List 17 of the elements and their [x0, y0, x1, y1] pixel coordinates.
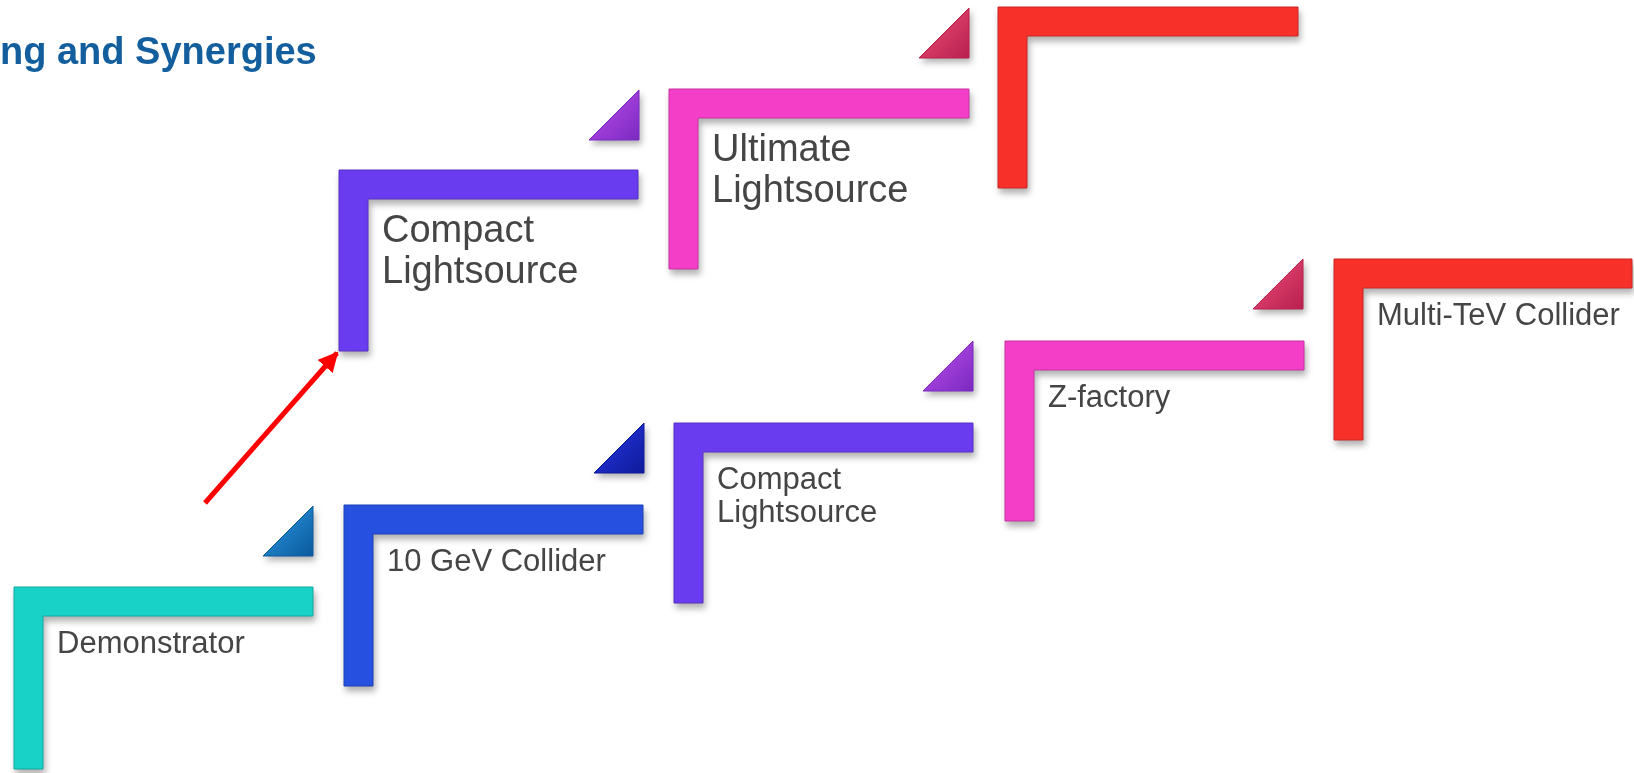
step-label: Ultimate Lightsource	[712, 128, 910, 211]
arrow	[203, 351, 339, 505]
step-bracket	[344, 505, 643, 686]
step-label: 10 GeV Collider	[387, 544, 607, 578]
step-label: Multi-TeV Collider	[1377, 298, 1621, 332]
slide-heading: ng and Synergies	[0, 30, 317, 73]
step-label: Compact Lightsource	[382, 209, 580, 292]
step-bracket	[1005, 341, 1304, 521]
step-bracket	[1334, 259, 1632, 440]
step-bracket	[998, 7, 1298, 188]
step-label: Compact Lightsource	[717, 462, 879, 529]
step-bracket	[669, 89, 969, 269]
step-label: Z-factory	[1048, 380, 1172, 414]
step-bracket	[339, 170, 638, 351]
step-label: Demonstrator	[57, 626, 246, 660]
step-bracket	[674, 423, 973, 603]
step-bracket	[14, 587, 313, 769]
